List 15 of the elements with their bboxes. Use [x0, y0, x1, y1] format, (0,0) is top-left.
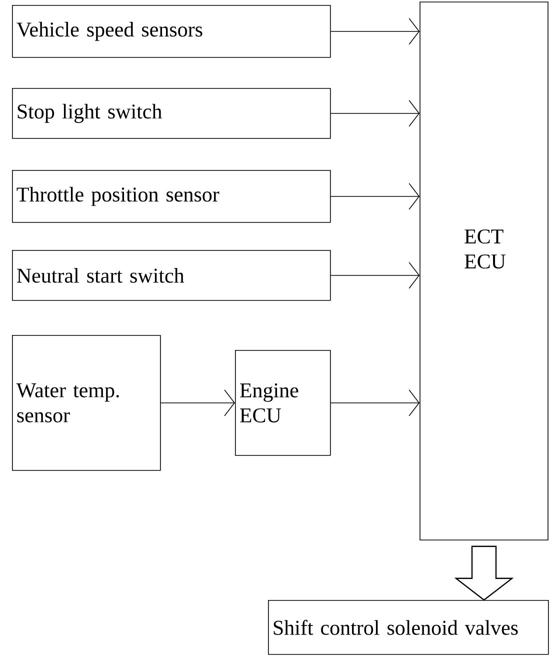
- arrow: [160, 390, 235, 416]
- ecu-block: ECT ECU: [420, 2, 548, 540]
- process-box: Water temp. sensor: [12, 335, 161, 471]
- arrow: [330, 100, 420, 127]
- process-box: Vehicle speed sensors: [12, 5, 331, 58]
- block-arrow: [454, 546, 514, 601]
- process-box: Neutral start switch: [12, 250, 331, 301]
- process-box: Stop light switch: [12, 88, 331, 139]
- arrow: [330, 183, 420, 210]
- arrow: [330, 262, 420, 289]
- arrow: [330, 18, 420, 45]
- process-box: Throttle position sensor: [12, 170, 331, 223]
- arrow: [330, 390, 420, 416]
- process-box: Engine ECU: [235, 350, 331, 456]
- process-box: Shift control solenoid valves: [268, 600, 549, 655]
